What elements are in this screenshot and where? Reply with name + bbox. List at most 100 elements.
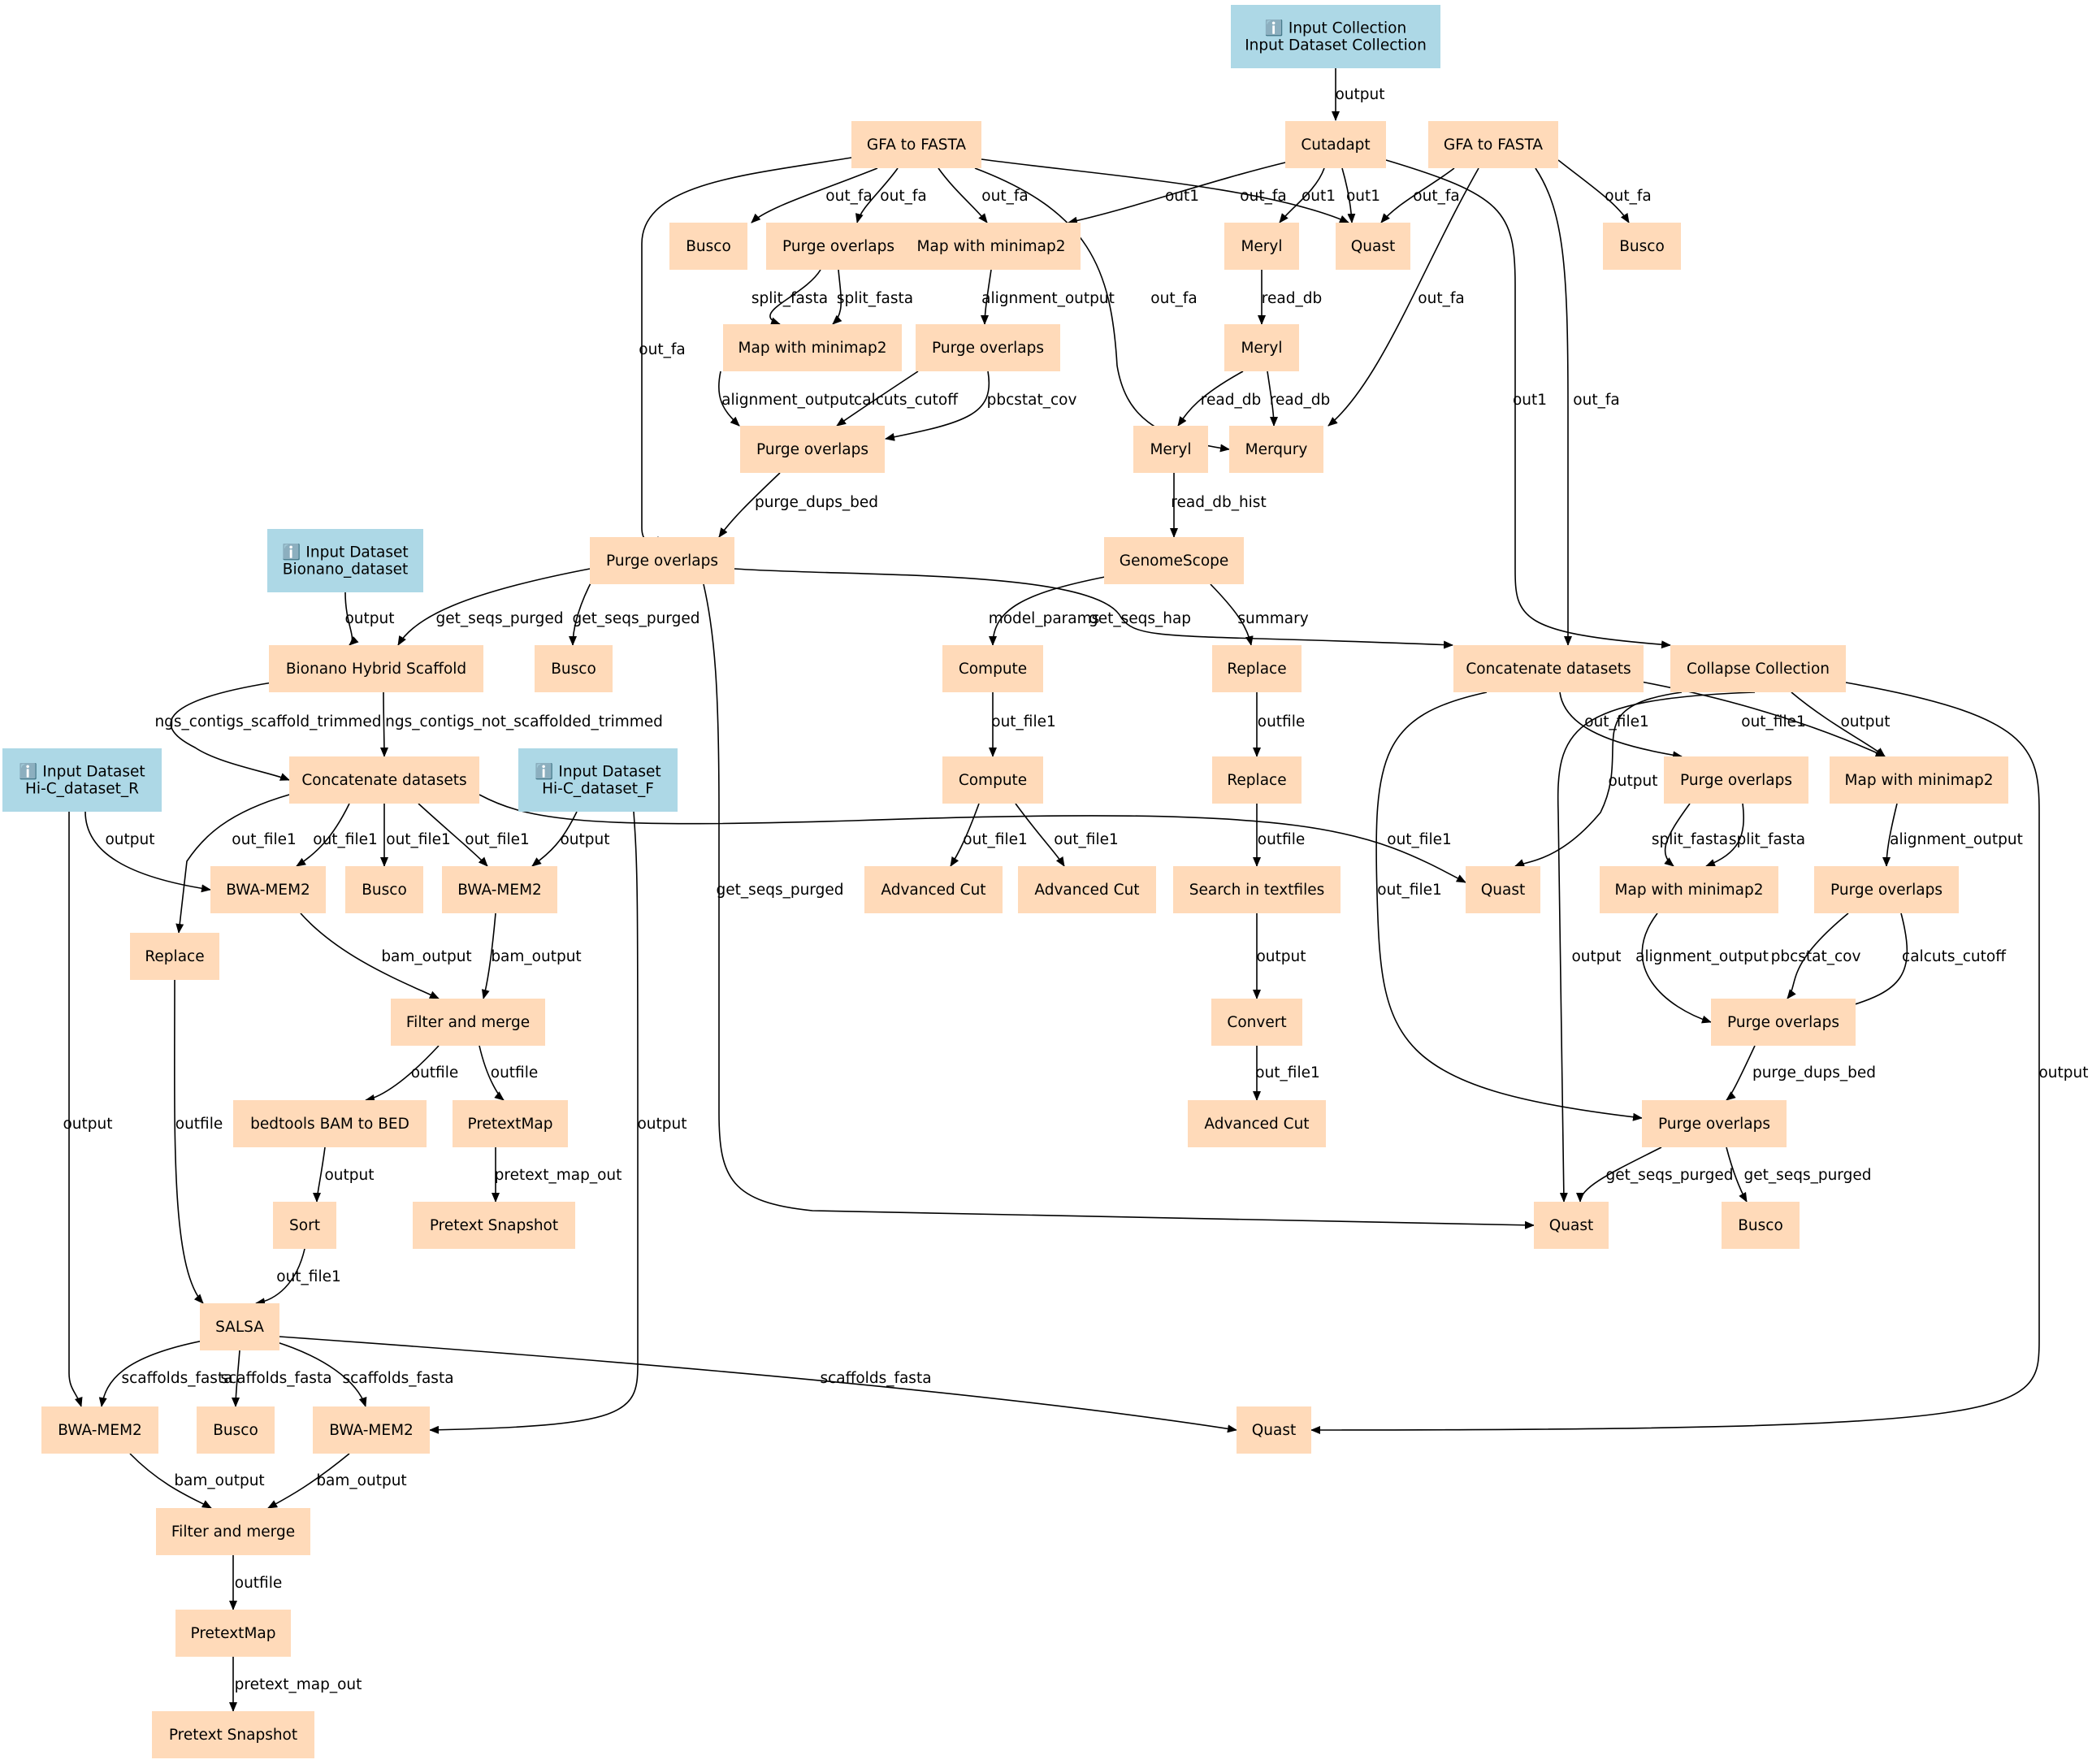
edge-label: bam_output [174,1472,264,1489]
node-bwa4[interactable]: BWA-MEM2 [313,1406,430,1454]
node-quast3[interactable]: Quast [1534,1202,1609,1249]
node-bam2bed[interactable]: bedtools BAM to BED [233,1100,427,1147]
node-snapshot2[interactable]: Pretext Snapshot [152,1711,314,1758]
node-quast4[interactable]: Quast [1237,1406,1311,1454]
node-purge6[interactable]: Purge overlaps [1814,866,1959,913]
node-purge5[interactable]: Purge overlaps [1664,756,1808,804]
node-compute1[interactable]: Compute [942,645,1043,692]
node-purge2[interactable]: Purge overlaps [916,324,1060,371]
node-quast2[interactable]: Quast [1466,866,1540,913]
node-box [2,748,162,812]
edge-label: output [324,1167,374,1184]
node-purge3[interactable]: Purge overlaps [740,426,885,473]
node-purge7[interactable]: Purge overlaps [1711,999,1856,1046]
node-title: ℹ️Input Collection [1265,20,1406,37]
node-advcut1[interactable]: Advanced Cut [864,866,1003,913]
node-collapse[interactable]: Collapse Collection [1670,645,1846,692]
node-box [942,756,1043,804]
node-bwa3[interactable]: BWA-MEM2 [41,1406,158,1454]
node-busco6[interactable]: Busco [197,1406,275,1454]
node-bwa2[interactable]: BWA-MEM2 [442,866,557,913]
node-sort[interactable]: Sort [273,1202,336,1249]
edge-label: out_file1 [465,831,530,848]
edge-gfa1-to-quast1 [981,158,1349,223]
node-concat1[interactable]: Concatenate datasets [289,756,479,804]
node-minimap4[interactable]: Map with minimap2 [1600,866,1778,913]
node-convert[interactable]: Convert [1211,999,1302,1046]
node-title: Advanced Cut [1204,1116,1309,1133]
node-purge4[interactable]: Purge overlaps [590,537,734,584]
node-minimap1[interactable]: Map with minimap2 [902,223,1081,270]
node-concat2[interactable]: Concatenate datasets [1453,645,1644,692]
edge-label: scaffolds_fasta [820,1370,931,1387]
edge-label: outfile [411,1064,458,1081]
edge-salsa-to-bwa3 [98,1340,204,1407]
node-title: PretextMap [468,1116,553,1133]
node-purge8[interactable]: Purge overlaps [1642,1100,1787,1147]
node-genomescope[interactable]: GenomeScope [1104,537,1244,584]
node-gfa2[interactable]: GFA to FASTA [1428,121,1558,168]
node-busco4[interactable]: Busco [345,866,423,913]
edge-concat2-to-purge8 [1375,691,1643,1121]
node-advcut3[interactable]: Advanced Cut [1188,1100,1326,1147]
info-icon: ℹ️ [19,763,37,781]
edge-hic_f-to-bwa2 [531,811,578,867]
node-busco5[interactable]: Busco [1722,1202,1800,1249]
edge-label: output [1608,773,1657,790]
node-title: Purge overlaps [932,340,1044,357]
node-filter2[interactable]: Filter and merge [156,1508,310,1555]
node-busco3[interactable]: Busco [535,645,613,692]
node-replace3[interactable]: Replace [130,933,219,980]
node-merqury[interactable]: Merqury [1229,426,1323,473]
node-replace2[interactable]: Replace [1212,756,1302,804]
node-title: Compute [959,661,1027,678]
node-box [1814,866,1959,913]
node-snapshot1[interactable]: Pretext Snapshot [413,1202,575,1249]
node-pretextmap2[interactable]: PretextMap [175,1610,291,1657]
node-box [851,121,981,168]
edge-label: summary [1237,610,1308,627]
node-salsa[interactable]: SALSA [200,1303,279,1350]
node-meryl2[interactable]: Meryl [1224,324,1299,371]
edge-gfa2-to-busco2 [1557,159,1630,223]
node-minimap2[interactable]: Map with minimap2 [723,324,902,371]
node-pretextmap1[interactable]: PretextMap [453,1100,568,1147]
node-title: ℹ️Input Dataset [535,763,661,781]
node-title: Purge overlaps [1680,772,1792,789]
node-box [267,529,423,592]
node-meryl3[interactable]: Meryl [1133,426,1208,473]
node-replace1[interactable]: Replace [1212,645,1302,692]
edge-concat1-to-bwa1 [296,803,350,867]
node-title: Map with minimap2 [917,238,1066,255]
node-quast1[interactable]: Quast [1336,223,1410,270]
edges-layer [68,68,2040,1712]
node-box [766,223,911,270]
edge-purge6-to-purge7 [1843,912,1908,1009]
node-busco1[interactable]: Busco [669,223,747,270]
edge-meryl2-to-meryl3 [1177,371,1244,427]
node-search[interactable]: Search in textfiles [1173,866,1341,913]
node-cutadapt[interactable]: Cutadapt [1285,121,1386,168]
node-title: GFA to FASTA [1444,137,1543,154]
node-purge1[interactable]: Purge overlaps [766,223,911,270]
node-title: Concatenate datasets [301,772,466,789]
edge-bam2bed-to-sort [313,1146,326,1203]
node-compute2[interactable]: Compute [942,756,1043,804]
node-subtitle: Bionano_dataset [283,561,408,579]
node-bwa1[interactable]: BWA-MEM2 [210,866,326,913]
node-minimap3[interactable]: Map with minimap2 [1830,756,2008,804]
edge-label: output [1335,86,1384,103]
node-filter1[interactable]: Filter and merge [391,999,545,1046]
node-busco2[interactable]: Busco [1603,223,1681,270]
node-gfa1[interactable]: GFA to FASTA [851,121,981,168]
node-box [197,1406,275,1454]
node-advcut2[interactable]: Advanced Cut [1018,866,1156,913]
node-bionano[interactable]: Bionano Hybrid Scaffold [269,645,483,692]
node-meryl1[interactable]: Meryl [1224,223,1299,270]
node-title: Collapse Collection [1687,661,1830,678]
